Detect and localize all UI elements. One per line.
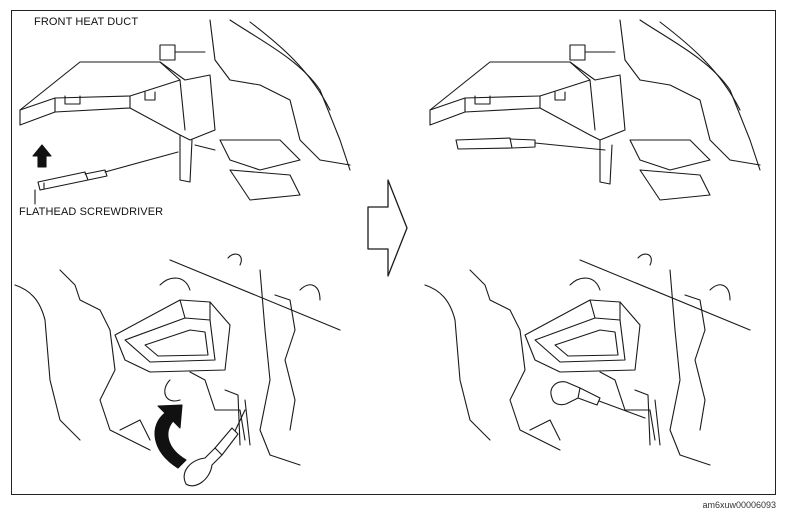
front-heat-duct-shape: [19, 61, 216, 141]
right-arrow-outline-icon: [367, 179, 408, 277]
front-heat-duct-label: FRONT HEAT DUCT: [34, 16, 139, 28]
top-left-illustration: [19, 19, 351, 205]
bottom-right-illustration: [424, 253, 751, 466]
top-right-illustration: [429, 19, 761, 201]
curved-arrow-icon: [154, 404, 187, 469]
screwdriver-handle: [37, 171, 89, 191]
bottom-left-illustration: [14, 253, 341, 487]
figure-id: am6xuw00006093: [702, 500, 776, 510]
up-arrow-solid-icon: [32, 144, 52, 168]
figure-frame: [11, 10, 776, 495]
flathead-screwdriver-label: FLATHEAD SCREWDRIVER: [19, 206, 164, 218]
